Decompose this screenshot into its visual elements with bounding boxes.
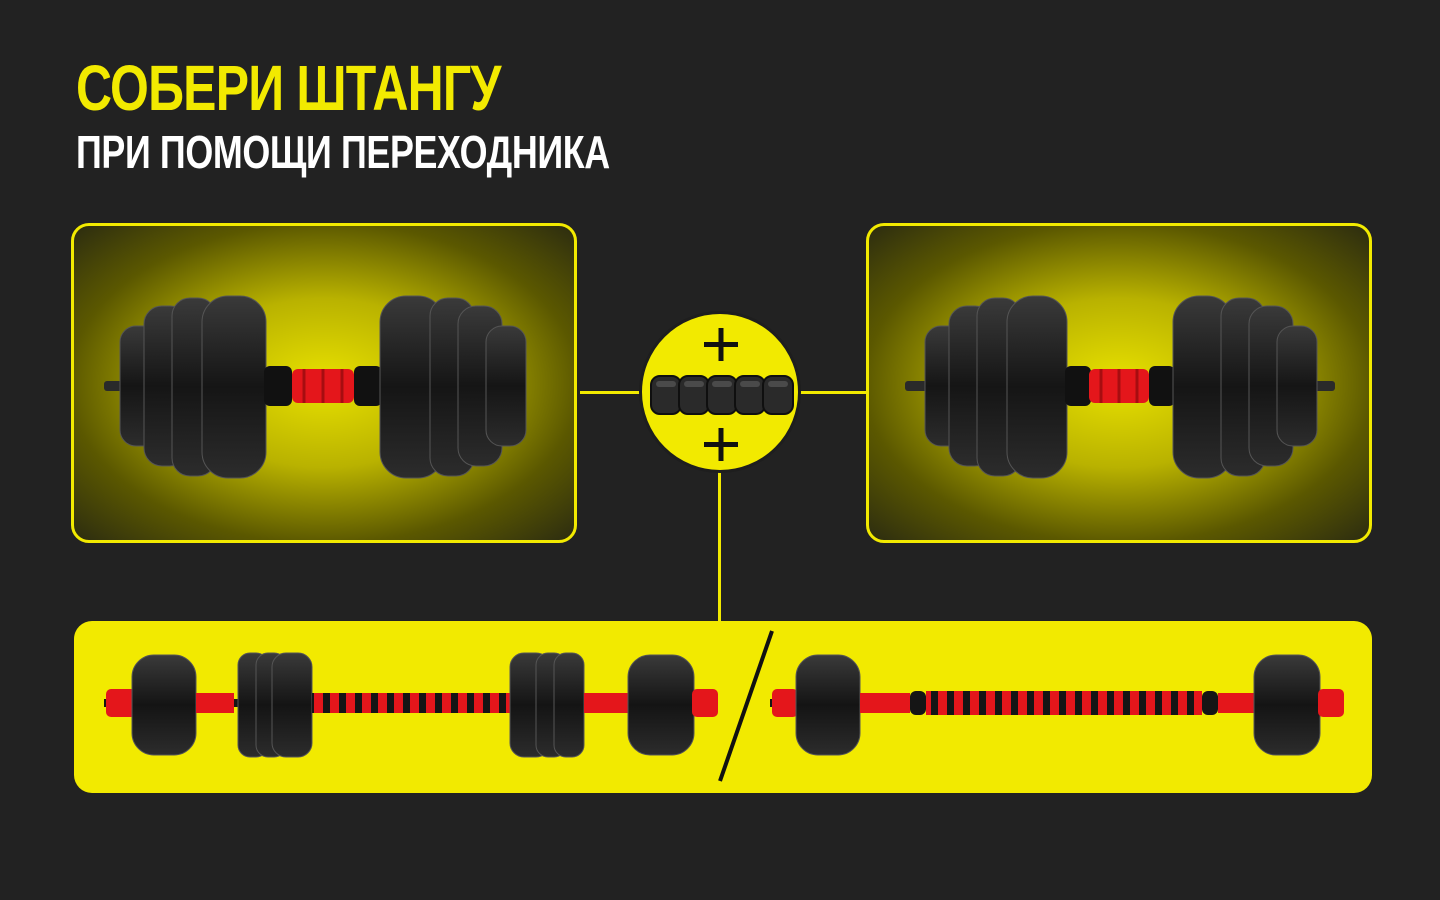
dumbbell-panel-right <box>866 223 1372 543</box>
barbell-panel <box>74 621 1372 793</box>
dumbbell-panel-left <box>71 223 577 543</box>
barbell-icon <box>104 630 1344 782</box>
adapter-connector-icon <box>650 328 794 461</box>
slash-divider <box>718 630 774 782</box>
connector-line-down <box>718 472 721 624</box>
page-subtitle: ПРИ ПОМОЩИ ПЕРЕХОДНИКА <box>76 126 610 178</box>
connector-line-right <box>800 391 867 394</box>
dumbbell-icon <box>104 295 527 479</box>
connector-line-left <box>580 391 640 394</box>
page-title: СОБЕРИ ШТАНГУ <box>76 52 501 124</box>
dumbbell-icon <box>905 295 1335 479</box>
adapter-circle <box>639 311 801 473</box>
